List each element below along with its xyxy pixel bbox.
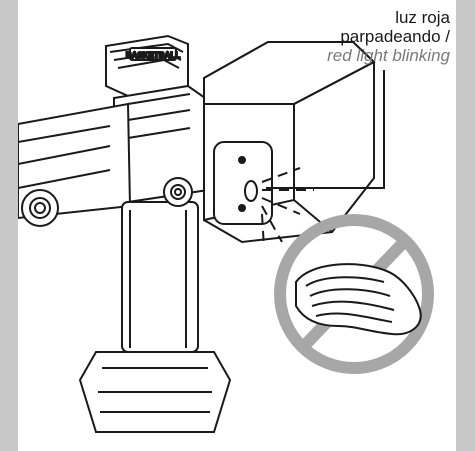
valve-cap-text: BASKETBALL [126,51,180,60]
callout-line-en: red light blinking [327,46,450,65]
callout-label: luz roja parpadeando / red light blinkin… [270,8,450,65]
sensor-module [203,41,376,244]
hand-icon [295,263,422,336]
prohibition-icon [274,214,434,374]
callout-line-es-1: luz roja [395,8,450,27]
diagram-panel: BASKETBALL [18,0,456,451]
diagram-svg: BASKETBALL [18,34,434,433]
callout-line-es-2: parpadeando / [340,27,450,46]
flush-valve: BASKETBALL [18,34,232,433]
prohibition-group [274,214,434,374]
callout-line [266,70,385,189]
blink-rays [261,167,314,249]
